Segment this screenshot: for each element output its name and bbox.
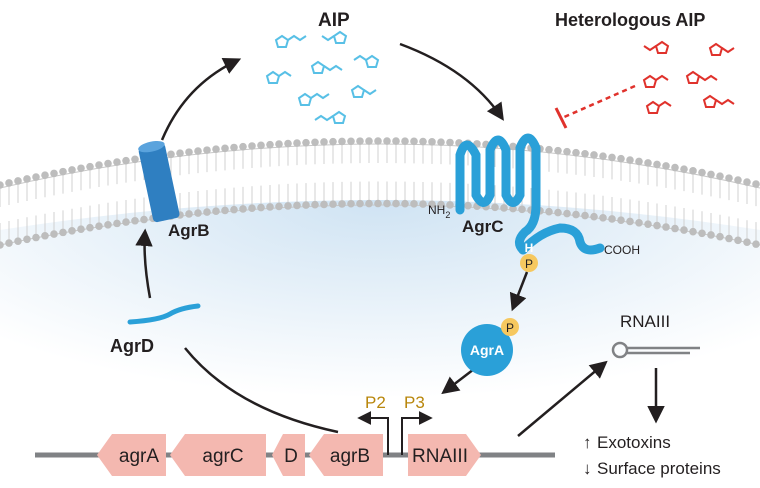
gene-agrb: agrB [309, 434, 383, 476]
cooh-label: COOH [604, 243, 640, 257]
agra-label: AgrA [470, 342, 504, 358]
agrc-phosphate [520, 254, 538, 272]
agrc-receptor [455, 133, 605, 255]
agrc-phosphate-label: P [525, 257, 533, 271]
gene-arrows: agrA agrC D agrB RNAIII [97, 434, 481, 476]
agrd-label: AgrD [110, 336, 154, 356]
agra-protein [461, 318, 519, 376]
agrb-protein [138, 141, 180, 223]
gene-agrc: agrC [170, 434, 266, 476]
arrow-agrb-to-aip [160, 58, 242, 141]
gene-agra-label: agrA [119, 446, 159, 467]
heterologous-aip-molecules [642, 40, 735, 114]
inhibition-line [554, 84, 636, 129]
gene-agrb-label: agrB [330, 446, 370, 467]
arrow-aip-to-agrc [399, 42, 504, 121]
p3-label: P3 [404, 393, 425, 412]
surface-down-arrow: ↓ [583, 459, 592, 478]
nh2-label: NH2 [428, 203, 450, 220]
rnaiii-hairpin [611, 341, 700, 359]
aip-label: AIP [318, 10, 350, 31]
gene-rnaiii-label: RNAIII [412, 446, 468, 467]
aip-molecules [265, 30, 380, 124]
gene-agrd: D [272, 434, 305, 476]
agrb-label: AgrB [168, 221, 210, 240]
arrow-agrc-to-agra [509, 271, 529, 312]
gene-agrd-label: D [284, 446, 298, 467]
gene-agra: agrA [97, 434, 166, 476]
arrow-agrd-to-agrb [135, 228, 153, 299]
agra-phosphate-label: P [506, 321, 514, 335]
rnaiii-hairpin-label: RNAIII [620, 312, 670, 331]
p2-label: P2 [365, 393, 386, 412]
surface-proteins-label: Surface proteins [597, 459, 721, 478]
gene-rnaiii: RNAIII [408, 434, 481, 476]
cytoplasm-region [0, 200, 760, 483]
arrow-genes-to-agrd [184, 347, 339, 434]
gene-agrc-label: agrC [202, 446, 243, 467]
phosphate-h-label: H [525, 241, 534, 255]
signaling-cycle-arrows [135, 42, 665, 437]
promoter-arrows [357, 411, 433, 455]
heterologous-aip-label: Heterologous AIP [555, 10, 705, 30]
exotoxins-up-arrow: ↑ [583, 433, 592, 452]
agrd-peptide [127, 303, 201, 325]
exotoxins-label: Exotoxins [597, 433, 671, 452]
agrc-label: AgrC [462, 217, 504, 236]
arrow-rnaiii-to-hairpin [517, 360, 608, 437]
